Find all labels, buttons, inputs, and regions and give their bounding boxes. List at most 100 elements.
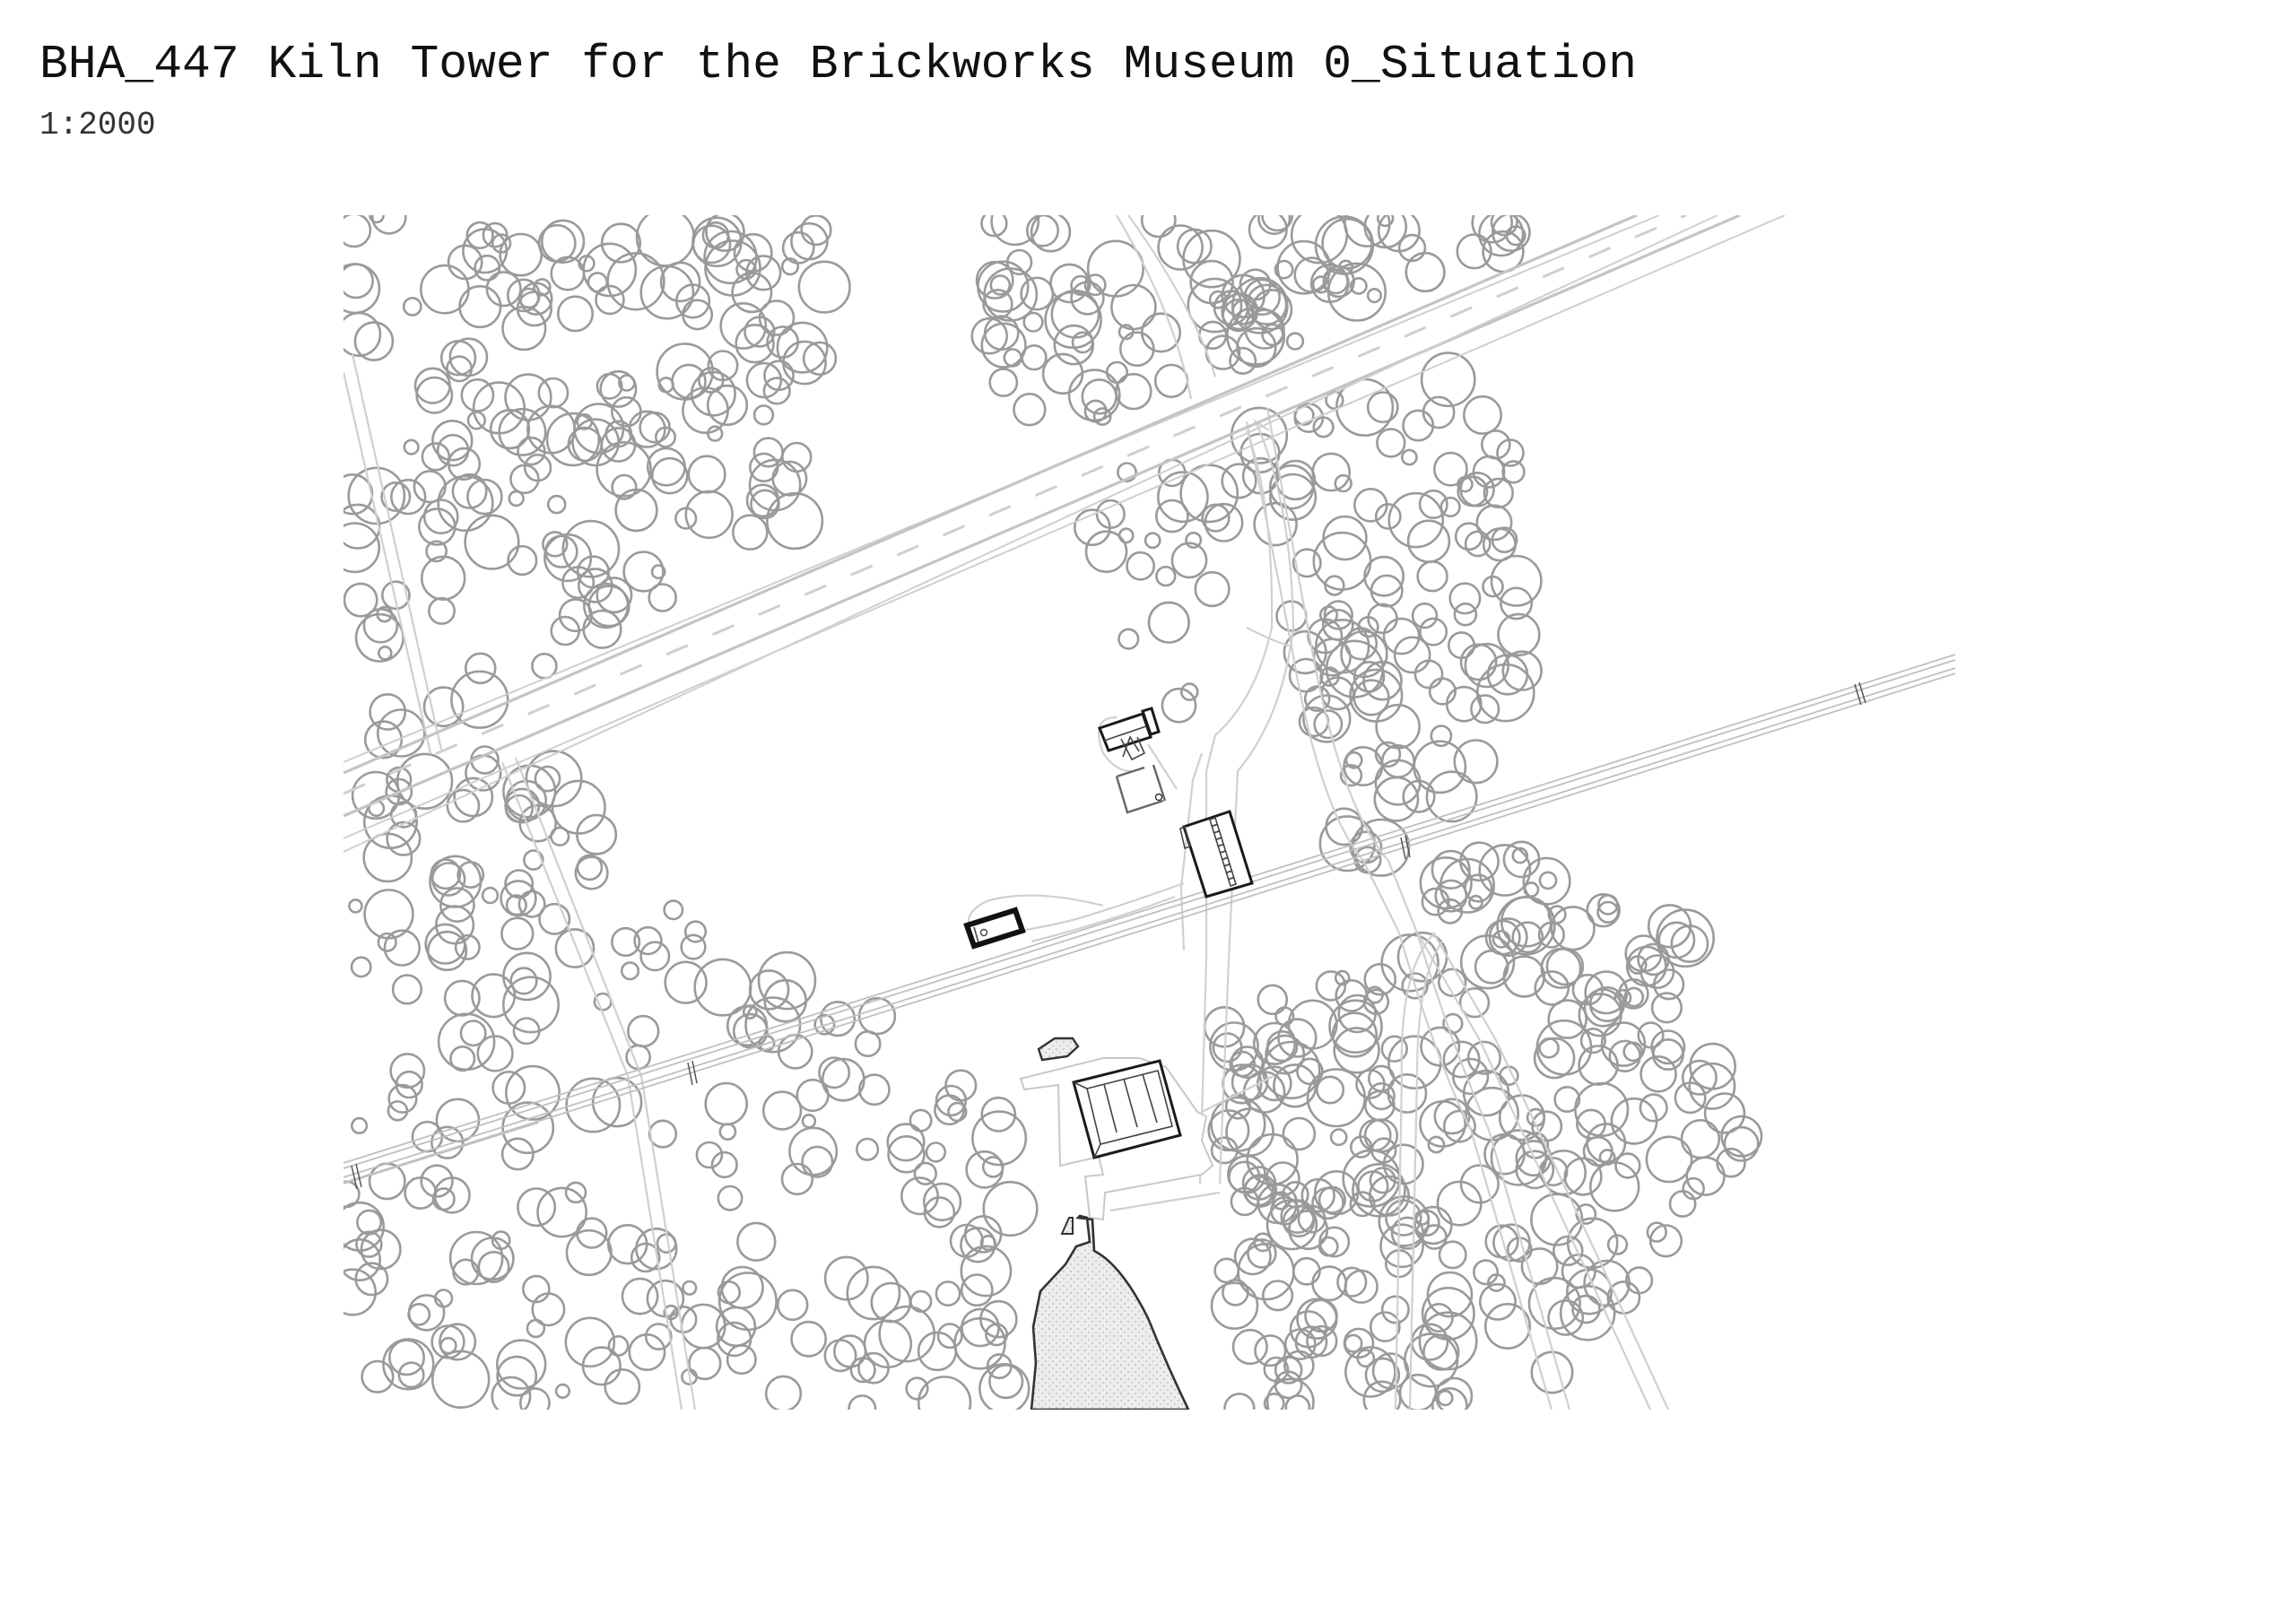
tree-canopy	[1648, 1224, 1683, 1258]
tree-canopy	[472, 381, 526, 435]
tree-canopy	[491, 233, 512, 254]
tree-canopy	[1005, 248, 1033, 276]
tree-canopy	[491, 1230, 511, 1251]
tree-canopy	[450, 670, 509, 729]
tree-canopy	[344, 1268, 377, 1316]
tree-canopy	[922, 1182, 962, 1222]
tree-canopy	[925, 1141, 947, 1163]
tree-canopy	[1484, 919, 1521, 956]
tree-canopy	[1253, 501, 1298, 547]
tree-canopy	[1578, 1045, 1619, 1086]
tree-canopy	[744, 255, 782, 291]
tree-canopy	[517, 1187, 557, 1228]
tree-canopy	[1703, 1092, 1746, 1134]
tree-canopy	[1375, 703, 1421, 750]
tree-canopy	[1071, 331, 1094, 354]
tree-canopy	[639, 265, 695, 320]
tree-canopy	[648, 1119, 678, 1149]
tree-canopy	[1263, 1393, 1285, 1410]
tree-canopy	[635, 1227, 678, 1271]
tree-canopy	[935, 1280, 961, 1307]
tree-canopy	[545, 412, 601, 467]
tree-canopy	[390, 478, 427, 516]
tree-canopy	[421, 555, 466, 601]
tree-canopy	[1070, 274, 1091, 297]
tree-canopy	[413, 470, 447, 504]
tree-canopy	[1363, 555, 1405, 597]
tree-canopy	[801, 1114, 817, 1129]
tree-canopy	[1265, 1198, 1318, 1251]
tree-canopy	[564, 1181, 587, 1204]
tree-canopy	[448, 337, 489, 378]
tree-canopy	[648, 583, 678, 612]
tree-canopy	[1153, 363, 1189, 398]
tree-canopy	[726, 1004, 769, 1047]
tree-canopy	[522, 849, 544, 871]
tree-canopy	[386, 820, 422, 856]
tree-canopy	[457, 861, 485, 890]
tree-canopy	[1511, 921, 1544, 954]
tree-canopy	[451, 473, 488, 509]
tree-canopy	[704, 239, 761, 297]
tree-canopy	[1614, 1152, 1641, 1179]
tree-canopy	[1285, 332, 1305, 351]
tree-canopy	[391, 974, 423, 1005]
tree-canopy	[600, 222, 642, 264]
tree-canopy	[1382, 617, 1421, 655]
tree-canopy	[561, 566, 596, 600]
tree-canopy	[752, 437, 784, 468]
tree-canopy	[403, 438, 420, 456]
tree-canopy	[1404, 1332, 1459, 1388]
tree-canopy	[1210, 1136, 1239, 1165]
clay-pit-pond	[1030, 1214, 1190, 1410]
tree-canopy	[1459, 471, 1495, 508]
tree-canopy	[387, 1083, 418, 1114]
tree-canopy	[823, 1255, 869, 1301]
tree-canopy	[1416, 560, 1448, 593]
tree-canopy	[604, 1368, 641, 1405]
tree-canopy	[383, 929, 421, 967]
tree-canopy	[716, 1321, 752, 1358]
tree-canopy	[1328, 999, 1383, 1054]
tree-canopy	[970, 317, 1008, 355]
tree-canopy	[396, 752, 454, 810]
tree-canopy	[1398, 1373, 1438, 1410]
tree-canopy	[1645, 1135, 1693, 1184]
tree-canopy	[1161, 687, 1197, 724]
tree-canopy	[431, 1350, 491, 1410]
tree-canopy	[821, 1057, 865, 1102]
tree-canopy	[663, 899, 684, 921]
tree-canopy	[404, 1176, 438, 1211]
tree-canopy	[534, 765, 561, 793]
tree-canopy	[347, 466, 406, 525]
tree-canopy	[854, 1030, 882, 1058]
tree-canopy	[1433, 1098, 1471, 1135]
tree-canopy	[1311, 452, 1352, 492]
tree-canopy	[495, 1339, 547, 1390]
tree-canopy	[377, 645, 393, 661]
tree-canopy	[1413, 659, 1444, 690]
tree-canopy	[1086, 239, 1144, 298]
tree-canopy	[1439, 496, 1461, 518]
tree-canopy	[474, 254, 501, 282]
tree-canopy	[554, 1383, 571, 1399]
tree-canopy	[735, 324, 775, 364]
tree-canopy	[422, 686, 465, 728]
tree-canopy	[1563, 1157, 1603, 1196]
tree-canopy	[1344, 751, 1363, 769]
tree-canopy	[1313, 709, 1344, 740]
tree-canopy	[1344, 1333, 1363, 1353]
tree-canopy	[449, 1045, 476, 1072]
tree-canopy	[1442, 1040, 1481, 1079]
tree-canopy	[1476, 663, 1535, 723]
tree-canopy	[1284, 1394, 1311, 1410]
tree-canopy	[1275, 600, 1308, 632]
tree-canopy	[1418, 489, 1448, 519]
tree-canopy	[354, 1262, 389, 1297]
drawing-title: BHA_447 Kiln Tower for the Brickworks Mu…	[39, 38, 1638, 91]
tree-canopy	[1720, 1115, 1763, 1158]
tree-canopy	[682, 1280, 698, 1296]
tree-canopy	[1647, 904, 1692, 949]
tree-canopy	[980, 215, 1008, 238]
tree-canopy	[1522, 856, 1571, 906]
